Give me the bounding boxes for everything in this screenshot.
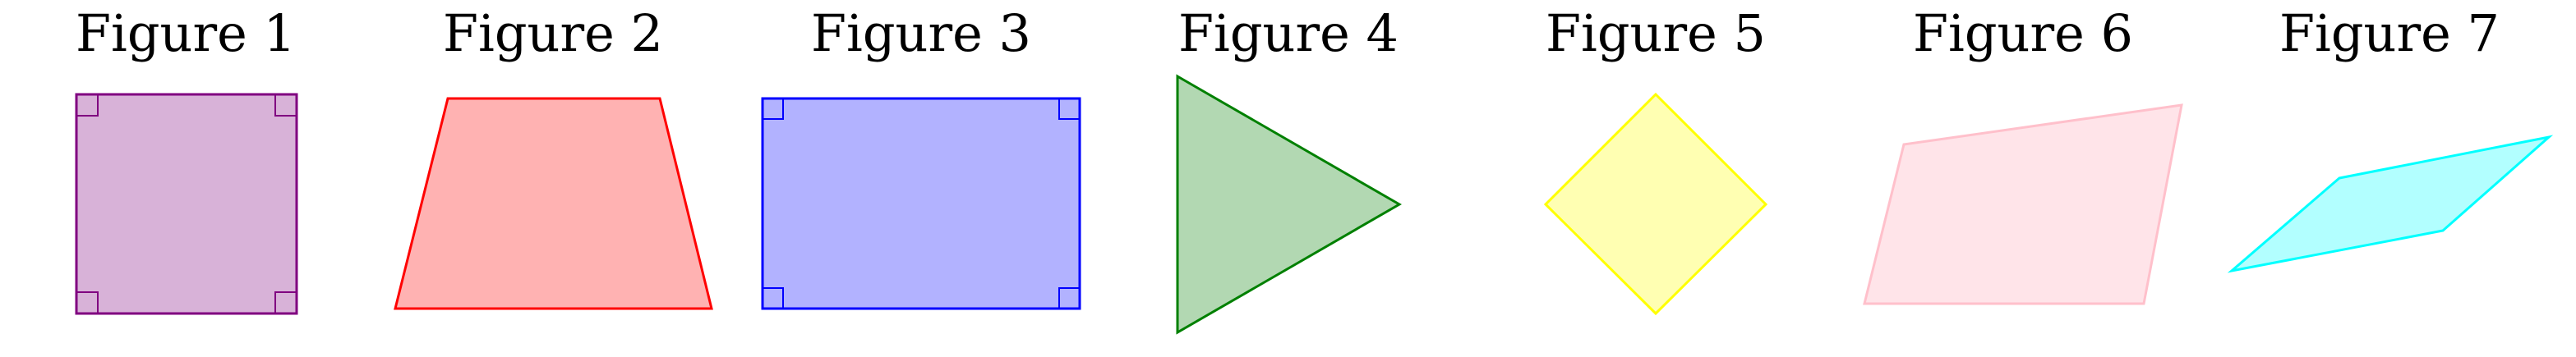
figure-6: Figure 6 xyxy=(1863,3,2183,305)
figure-5-rhombus xyxy=(1543,92,1768,316)
figure-1-label: Figure 1 xyxy=(76,3,296,63)
right-angle-mark xyxy=(1058,287,1080,309)
right-angle-mark xyxy=(763,98,784,120)
figure-3-right-angle-marks xyxy=(763,98,1080,309)
right-angle-mark xyxy=(274,94,297,117)
figure-3-label: Figure 3 xyxy=(811,3,1031,63)
figure-7-label: Figure 7 xyxy=(2279,3,2500,63)
figure-1-square xyxy=(75,93,298,315)
figure-4: Figure 4 xyxy=(1176,3,1402,335)
figure-3-rectangle xyxy=(761,97,1081,310)
right-angle-mark xyxy=(76,94,99,117)
figure-5: Figure 5 xyxy=(1543,3,1768,316)
figure-6-quadrilateral xyxy=(1863,103,2183,305)
figure-4-label: Figure 4 xyxy=(1178,3,1399,63)
figure-1: Figure 1 xyxy=(75,3,298,315)
right-angle-mark xyxy=(76,291,99,314)
figure-2: Figure 2 xyxy=(394,3,713,310)
figure-6-label: Figure 6 xyxy=(1913,3,2133,63)
figure-7: Figure 7 xyxy=(2227,3,2554,273)
figure-2-label: Figure 2 xyxy=(443,3,663,63)
right-angle-mark xyxy=(763,287,784,309)
figure-2-trapezoid xyxy=(394,97,713,310)
figure-7-parallelogram xyxy=(2227,135,2554,273)
figure-1-right-angle-marks xyxy=(76,94,297,314)
figure-4-triangle xyxy=(1176,74,1402,335)
figure-5-label: Figure 5 xyxy=(1546,3,1766,63)
figure-3: Figure 3 xyxy=(761,3,1081,310)
right-angle-mark xyxy=(274,291,297,314)
right-angle-mark xyxy=(1058,98,1080,120)
